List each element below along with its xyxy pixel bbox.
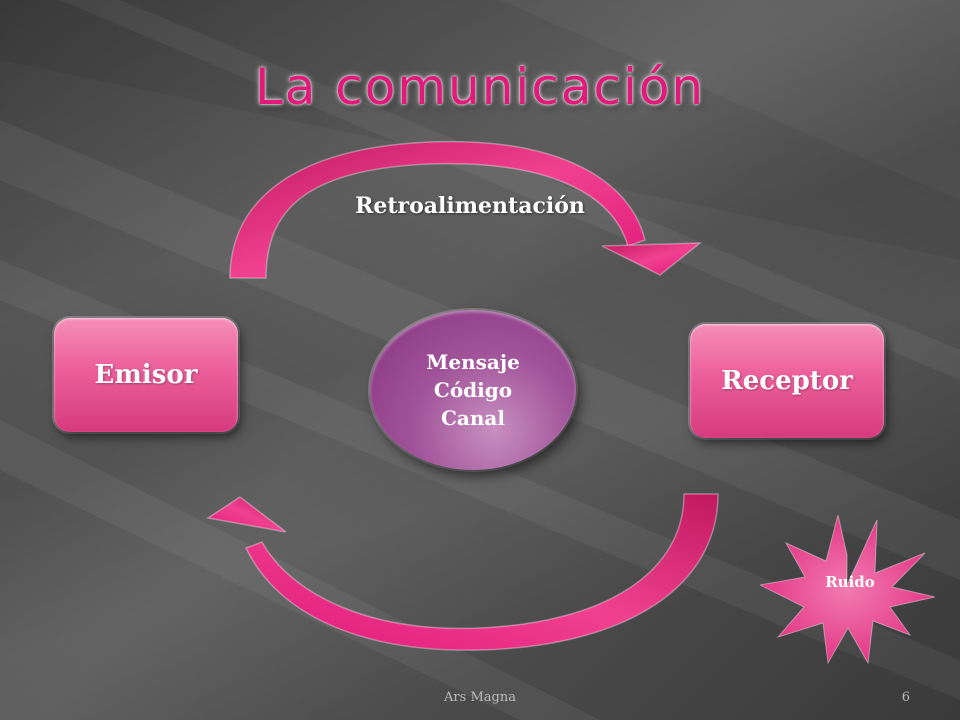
message-line: Mensaje	[426, 350, 520, 374]
message-ellipse: Mensaje Código Canal	[370, 310, 576, 470]
curved-arrow-right-icon	[229, 140, 703, 279]
sender-box: Emisor	[54, 318, 238, 432]
feedback-label: Retroalimentación	[355, 193, 585, 219]
noise-label: Ruido	[825, 573, 875, 591]
sender-label: Emisor	[94, 360, 198, 390]
slide-title: La comunicación	[254, 58, 706, 116]
receiver-box: Receptor	[690, 324, 884, 438]
receiver-label: Receptor	[721, 366, 853, 396]
channel-line: Canal	[441, 406, 505, 430]
starburst-icon	[760, 515, 935, 665]
page-number: 6	[901, 690, 910, 705]
footer-text: Ars Magna	[444, 690, 516, 705]
code-line: Código	[433, 378, 513, 402]
curved-arrow-left-icon	[206, 493, 719, 651]
